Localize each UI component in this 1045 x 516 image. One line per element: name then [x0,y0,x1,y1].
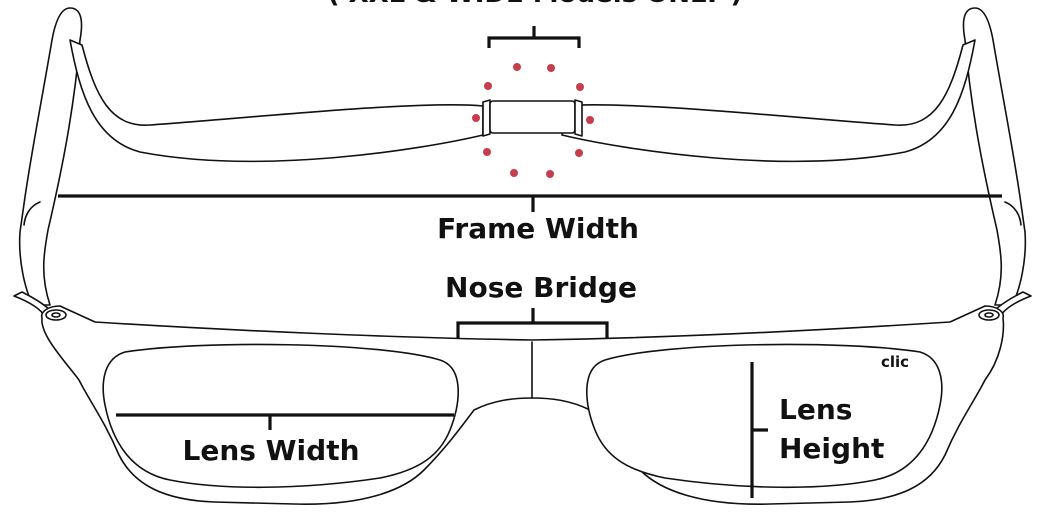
top-note-label: ( XXL & WIDE Models ONLY ) [328,0,743,9]
lens-height-label-line2: Height [779,432,884,465]
right-lens [586,343,943,489]
center-magnet-block [489,100,576,134]
lens-width-label: Lens Width [182,434,359,467]
lens-width-line [116,413,454,430]
right-temple-arm [962,7,1027,306]
lens-height-line [750,362,768,498]
brand-logo: clic [881,353,909,371]
nose-bridge-label: Nose Bridge [445,271,637,304]
back-band [69,39,976,163]
lens-height-label-line1: Lens [779,393,852,426]
frame-width-line [58,194,1002,212]
adjust-bracket [487,26,581,48]
left-temple-arm [18,7,83,306]
center-connector [482,99,491,137]
expand-dots-icon [472,63,594,178]
frame-width-label: Frame Width [437,212,639,245]
nose-bridge-bracket [456,308,609,338]
front-frame [40,305,1005,505]
